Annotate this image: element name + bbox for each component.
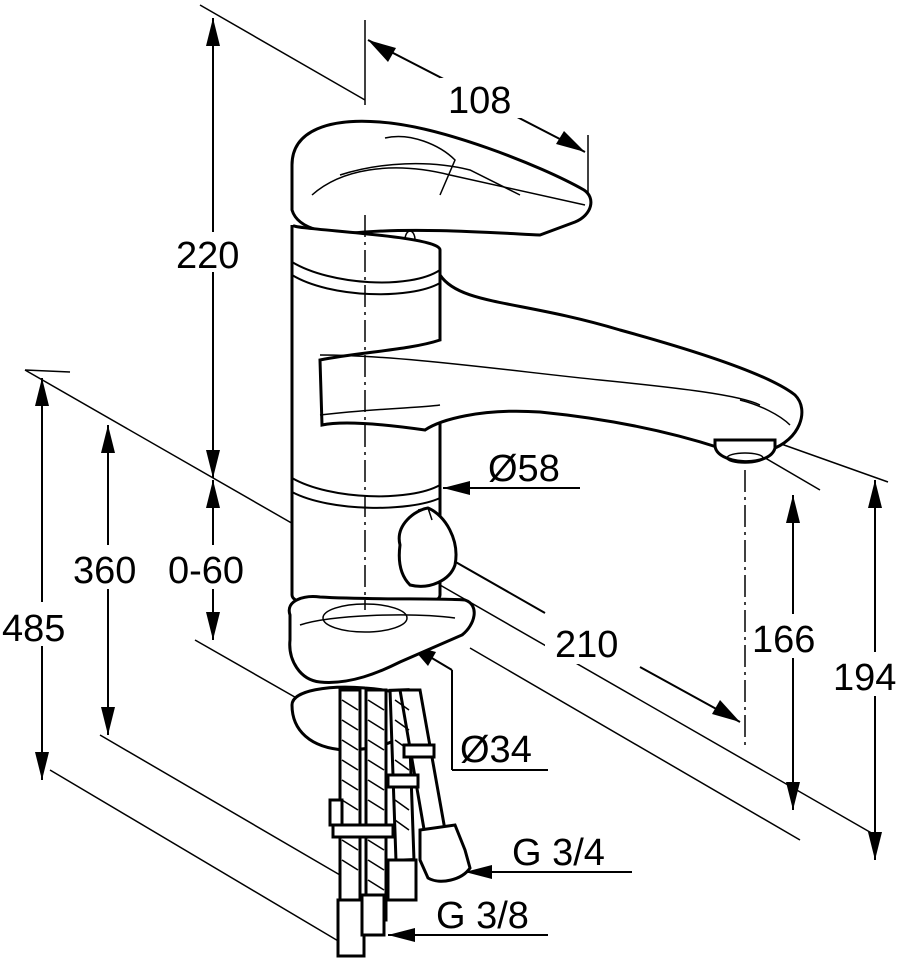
faucet-outline <box>287 119 804 958</box>
dim-diameter-58: Ø58 <box>488 448 560 490</box>
dim-194: 194 <box>833 657 896 699</box>
dim-166: 166 <box>752 619 815 661</box>
dim-0-60: 0-60 <box>168 550 244 592</box>
dim-diameter-34: Ø34 <box>460 729 532 771</box>
dim-210: 210 <box>555 624 618 666</box>
lever-handle <box>290 119 593 237</box>
g38-fitting-a <box>336 898 366 958</box>
aerator <box>713 438 777 463</box>
spout <box>318 270 804 452</box>
dim-360: 360 <box>73 550 136 592</box>
dim-108: 108 <box>448 80 511 122</box>
extension-lines <box>24 4 889 946</box>
dim-485: 485 <box>2 608 65 650</box>
base-plate <box>287 595 476 684</box>
supply-hoses <box>328 688 472 958</box>
drain-knob <box>397 506 458 588</box>
thread-g38: G 3/8 <box>436 895 529 937</box>
g38-fitting-b <box>360 893 386 937</box>
dim-220: 220 <box>176 235 239 277</box>
thread-g34: G 3/4 <box>512 832 605 874</box>
dimension-labels: 108 220 485 360 0-60 Ø58 210 166 194 Ø34… <box>0 78 911 937</box>
g34-fitting <box>418 823 472 883</box>
centerlines <box>364 215 746 745</box>
